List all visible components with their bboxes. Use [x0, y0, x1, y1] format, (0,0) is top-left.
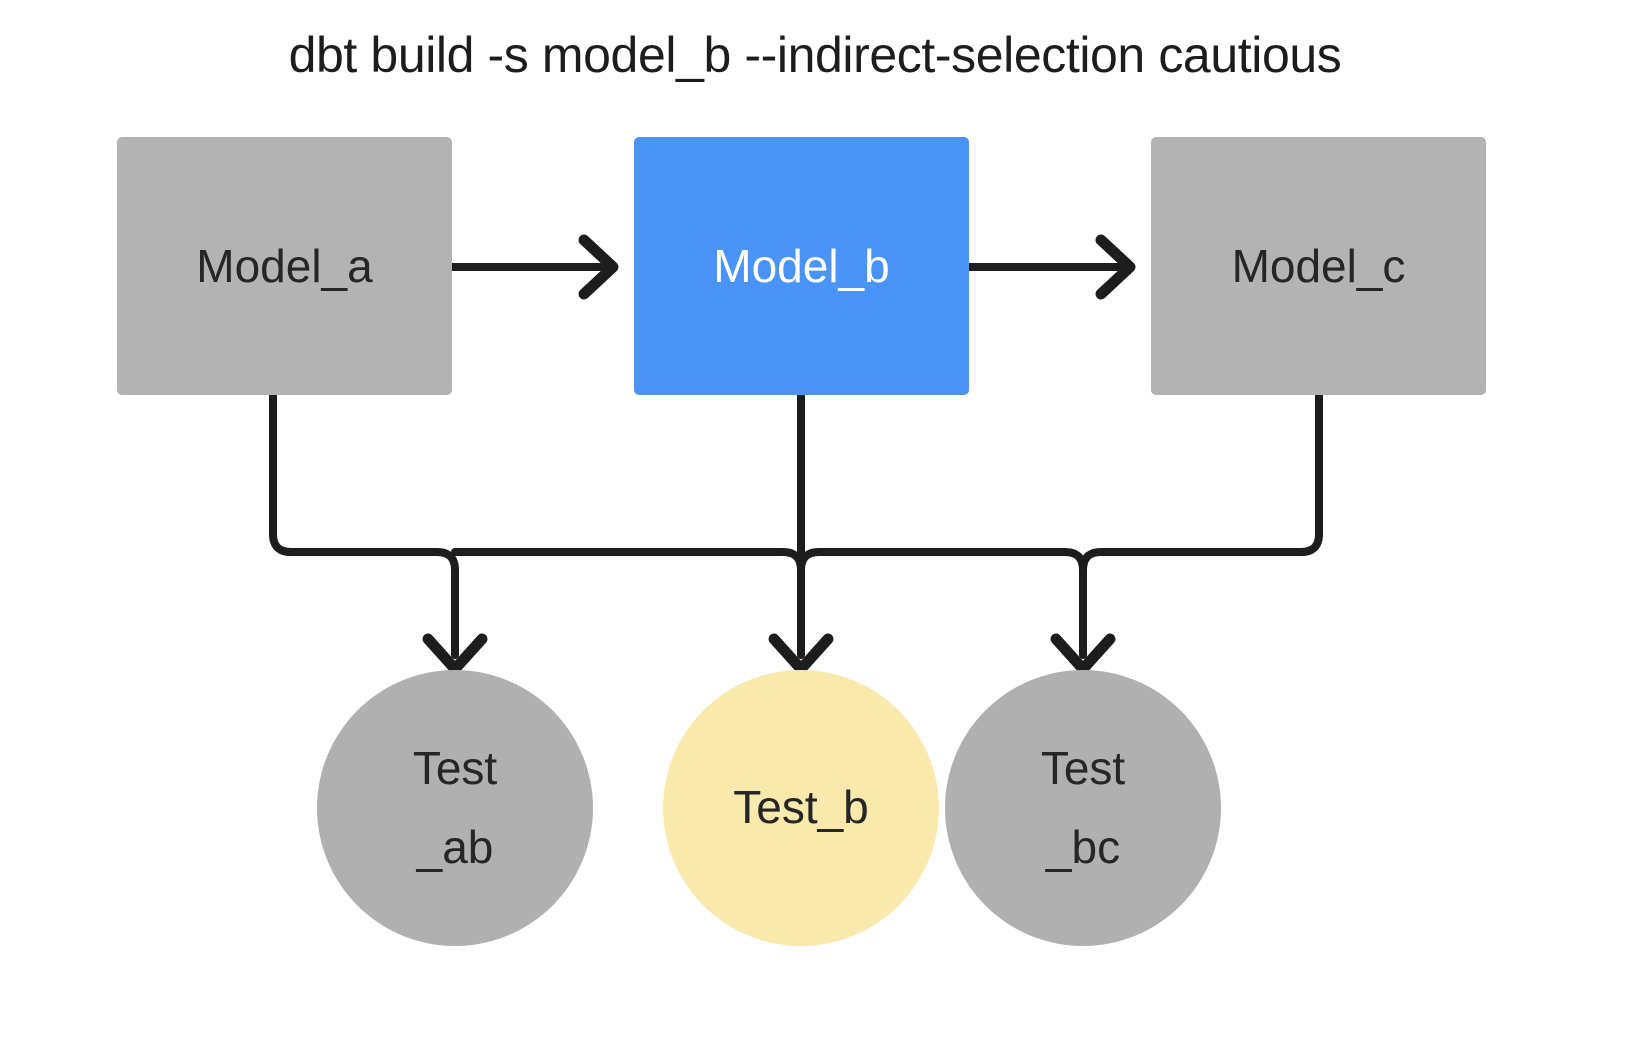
- node-test-b-label: Test_b: [733, 768, 869, 847]
- edge-model-b-to-model-c: [969, 234, 1136, 300]
- node-test-ab[interactable]: Test _ab: [317, 670, 593, 946]
- node-model-b-label: Model_b: [713, 239, 890, 292]
- edge-model-b-to-test-b: [768, 391, 834, 675]
- edge-rail-left: [451, 548, 805, 574]
- node-test-b[interactable]: Test_b: [663, 670, 939, 946]
- edge-model-c-to-test-bc: [1050, 391, 1323, 675]
- node-model-a-label: Model_a: [196, 239, 373, 292]
- diagram-title: dbt build -s model_b --indirect-selectio…: [288, 27, 1342, 83]
- node-test-ab-label: Test _ab: [413, 729, 497, 887]
- node-model-c-label: Model_c: [1231, 239, 1406, 292]
- node-test-ab-label-line2: _ab: [416, 821, 494, 873]
- edge-rail-right: [797, 548, 1087, 574]
- node-test-bc[interactable]: Test _bc: [945, 670, 1221, 946]
- node-test-bc-label: Test _bc: [1041, 729, 1125, 887]
- edge-model-a-to-model-b: [452, 234, 619, 300]
- node-test-bc-label-line2: _bc: [1045, 821, 1121, 873]
- node-test-bc-label-line1: Test: [1040, 741, 1126, 794]
- node-model-c[interactable]: Model_c: [1151, 137, 1486, 395]
- edge-model-a-to-test-ab: [269, 391, 488, 675]
- node-model-b[interactable]: Model_b: [634, 137, 969, 395]
- node-test-ab-label-line1: Test: [412, 741, 498, 794]
- node-test-b-label-line1: Test_b: [733, 781, 869, 834]
- node-model-a[interactable]: Model_a: [117, 137, 452, 395]
